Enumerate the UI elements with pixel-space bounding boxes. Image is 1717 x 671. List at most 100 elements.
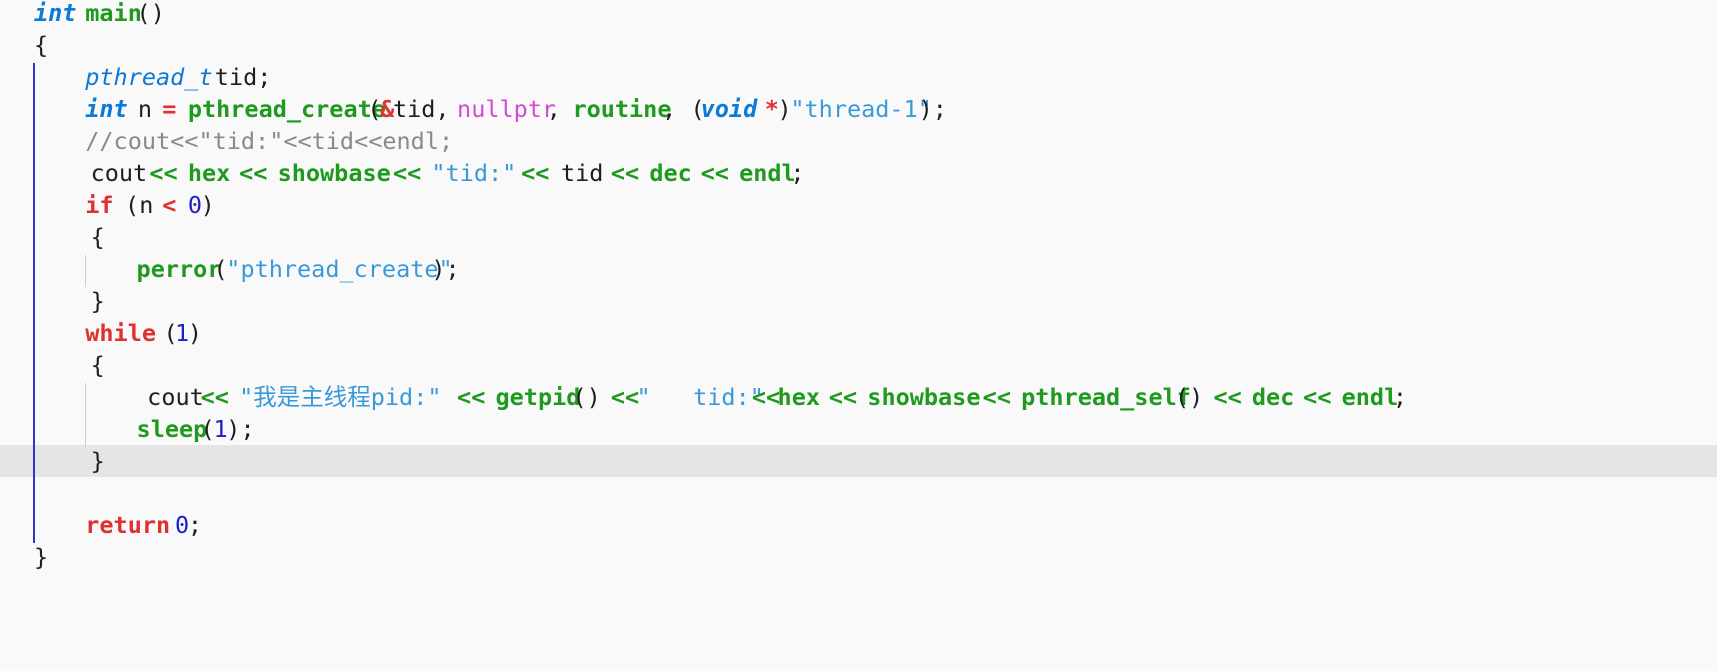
- code-line[interactable]: cout << hex << showbase << "tid:" << tid…: [0, 157, 1717, 189]
- code-token: [34, 413, 147, 445]
- code-line[interactable]: {: [0, 221, 1717, 253]
- code-token: }: [34, 287, 105, 315]
- code-token: hex: [187, 159, 231, 187]
- code-token: <<: [751, 383, 781, 411]
- code-line[interactable]: {: [0, 349, 1717, 381]
- code-line[interactable]: }: [0, 445, 1717, 477]
- code-token: (): [1174, 383, 1218, 411]
- code-token: <<: [610, 159, 640, 187]
- code-token: ): [777, 95, 792, 123]
- code-token: {: [34, 31, 49, 59]
- code-token: routine: [572, 95, 672, 123]
- code-token: tid;: [200, 63, 272, 91]
- code-token: nullptr: [457, 95, 557, 123]
- code-token: (: [213, 255, 228, 283]
- code-line[interactable]: [0, 477, 1717, 509]
- code-token: "我是主线程pid:": [239, 383, 442, 411]
- code-token: [34, 61, 91, 93]
- code-line[interactable]: {: [0, 29, 1717, 61]
- code-token: );: [918, 95, 947, 123]
- scope-guide-if-block: [85, 255, 86, 287]
- code-token: [34, 509, 91, 541]
- code-token: 0: [187, 191, 202, 219]
- code-line[interactable]: while (1): [0, 317, 1717, 349]
- code-line[interactable]: //cout<<"tid:"<<tid<<endl;: [0, 125, 1717, 157]
- code-token: "thread-1": [790, 95, 932, 123]
- code-token: if: [85, 191, 114, 219]
- code-token: [34, 189, 91, 221]
- code-line[interactable]: int n = pthread_create(&tid, nullptr, ro…: [0, 93, 1717, 125]
- code-token: dec: [1251, 383, 1295, 411]
- code-token: cout: [34, 383, 218, 411]
- code-token: }: [34, 543, 49, 571]
- code-line[interactable]: if (n < 0): [0, 189, 1717, 221]
- code-token: int: [34, 0, 77, 27]
- code-token: , (: [662, 95, 705, 123]
- code-token: [34, 253, 147, 285]
- code-token: getpid: [495, 383, 581, 411]
- code-token: n: [123, 95, 167, 123]
- code-token: ;: [187, 511, 202, 539]
- code-token: ): [200, 191, 215, 219]
- code-token: &: [380, 95, 395, 123]
- code-token: <: [162, 191, 177, 219]
- code-token: (): [136, 0, 165, 27]
- code-token: <<: [149, 159, 178, 187]
- code-token: //cout<<"tid:"<<tid<<endl;: [85, 127, 454, 155]
- code-line[interactable]: perror("pthread_create");: [0, 253, 1717, 285]
- code-token: (n: [110, 191, 168, 219]
- code-token: <<: [392, 159, 422, 187]
- code-line[interactable]: return 0;: [0, 509, 1717, 541]
- code-token: pthread_create: [187, 95, 386, 123]
- code-token: 1: [175, 319, 190, 347]
- code-token: return: [85, 511, 171, 539]
- code-token: [34, 317, 91, 349]
- code-token: <<: [239, 159, 268, 187]
- code-token: endl: [1341, 383, 1399, 411]
- code-token: [34, 93, 91, 125]
- code-token: {: [34, 351, 105, 379]
- code-token: cout: [34, 159, 162, 187]
- code-line[interactable]: int main(): [0, 0, 1717, 29]
- scope-guide-while-block: [85, 383, 86, 447]
- code-token: while: [85, 319, 157, 347]
- code-token: <<: [610, 383, 640, 411]
- code-token: ;: [1392, 383, 1408, 411]
- code-line[interactable]: }: [0, 541, 1717, 573]
- code-token: tid,: [392, 95, 464, 123]
- code-token: ): [187, 319, 202, 347]
- code-line[interactable]: sleep(1);: [0, 413, 1717, 445]
- code-token: sleep: [136, 415, 208, 443]
- code-token: tid: [546, 159, 618, 187]
- code-token: ;: [790, 159, 805, 187]
- code-token: showbase: [277, 159, 391, 187]
- code-token: <<: [1213, 383, 1242, 411]
- code-token: (: [200, 415, 215, 443]
- code-token: );: [226, 415, 255, 443]
- code-token: hex: [777, 383, 820, 411]
- code-line[interactable]: pthread_t tid;: [0, 61, 1717, 93]
- code-token: <<: [521, 159, 550, 187]
- code-token: <<: [828, 383, 858, 411]
- code-token: main: [85, 0, 142, 27]
- code-token: int: [85, 95, 128, 123]
- code-token: " tid:": [636, 383, 764, 411]
- code-token: *: [764, 95, 779, 123]
- code-token: pthread_self: [1021, 383, 1191, 411]
- code-token: );: [431, 255, 460, 283]
- scope-guide-function: [33, 63, 35, 543]
- code-token: =: [162, 95, 177, 123]
- code-token: 0: [175, 511, 190, 539]
- code-token: <<: [200, 383, 229, 411]
- code-token: <<: [457, 383, 486, 411]
- code-token: <<: [700, 159, 729, 187]
- code-token: showbase: [867, 383, 981, 411]
- code-token: "pthread_create": [226, 255, 453, 283]
- code-line[interactable]: cout << "我是主线程pid:" << getpid() <<" tid:…: [0, 381, 1717, 413]
- code-line[interactable]: }: [0, 285, 1717, 317]
- code-token: <<: [1303, 383, 1332, 411]
- code-token: (): [572, 383, 615, 411]
- code-token: [34, 125, 91, 157]
